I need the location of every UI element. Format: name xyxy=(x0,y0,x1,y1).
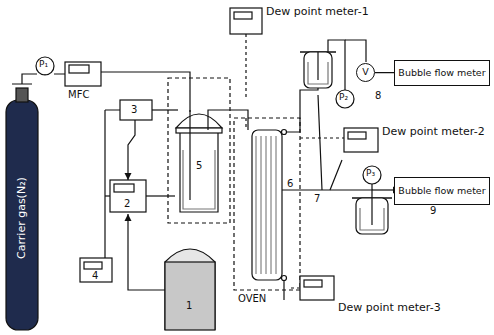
region-label: OVEN xyxy=(238,293,266,304)
symbol-letter: V xyxy=(362,67,369,77)
callout-number: 8 xyxy=(375,90,381,101)
gauge-label: P₃ xyxy=(366,169,375,179)
callout-number: 1 xyxy=(186,300,192,311)
callout-number: 4 xyxy=(92,270,98,281)
instrument-label: Dew point meter-1 xyxy=(266,6,369,18)
part-label: MFC xyxy=(68,89,89,100)
callout-number: 7 xyxy=(314,193,320,204)
pipe-connector xyxy=(375,72,394,73)
gas-label: Carrier gas(N₂) xyxy=(16,177,28,259)
valve-symbol: V xyxy=(356,63,375,82)
gauge-label: P₂ xyxy=(339,93,348,103)
flow-meter-box: Bubble flow meter xyxy=(394,60,490,86)
instrument-label: Dew point meter-2 xyxy=(382,126,485,138)
instrument-label: Dew point meter-3 xyxy=(338,302,441,314)
box-label: Bubble flow meter xyxy=(398,68,485,78)
callout-number: 3 xyxy=(131,104,137,115)
callout-number: 5 xyxy=(196,160,202,171)
gauge-label: P₁ xyxy=(39,60,48,70)
flow-meter-box: Bubble flow meter xyxy=(394,177,490,205)
callout-number: 6 xyxy=(287,178,293,189)
callout-number: 9 xyxy=(430,205,436,216)
box-label: Bubble flow meter xyxy=(398,186,485,196)
callout-number: 2 xyxy=(124,198,130,209)
